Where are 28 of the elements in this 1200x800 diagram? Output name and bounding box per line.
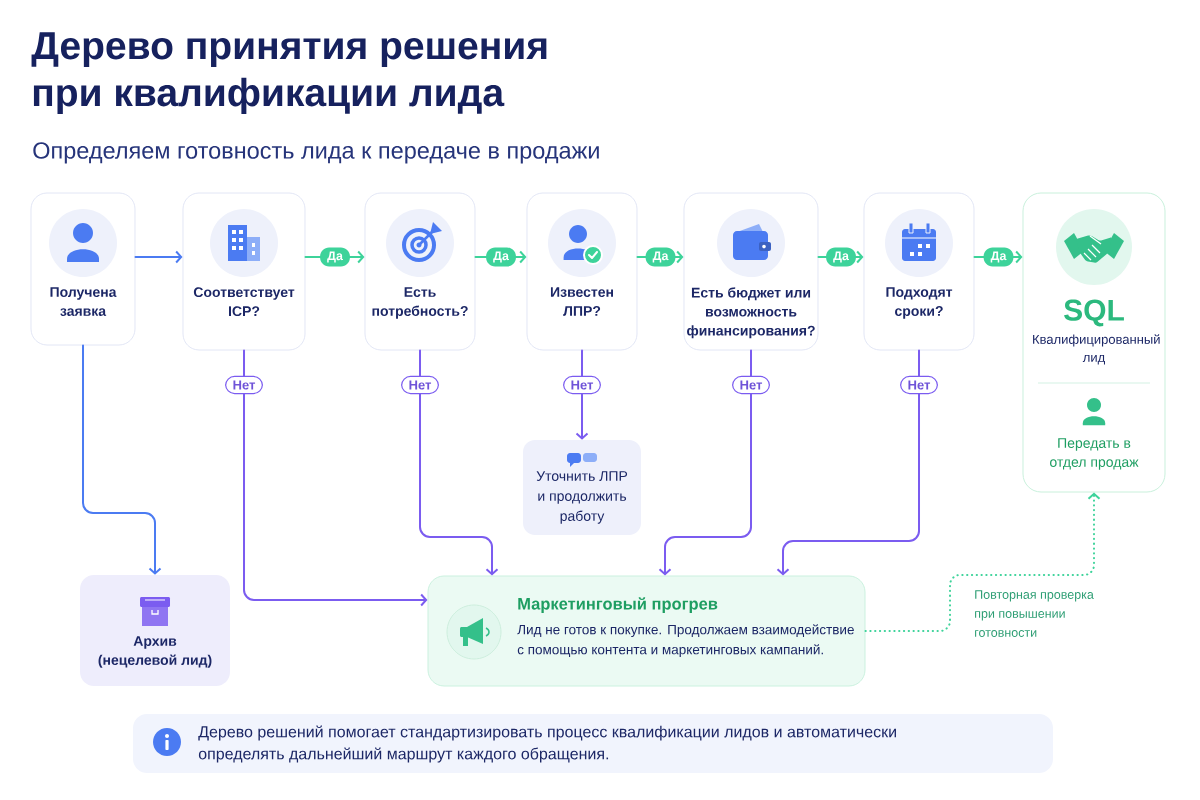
title: Дерево принятия решения при квалификации лида [31, 32, 547, 115]
edge-label: Да [486, 247, 516, 267]
edge-label: Повторная проверка при повышении готовности [975, 590, 1094, 637]
edge-label: Нет [225, 375, 263, 395]
outcome-box: Архив (нецелевой лид) [80, 575, 230, 686]
edge-label: Да [983, 247, 1014, 267]
action-box: Уточнить ЛПР и продолжить работу [523, 440, 641, 535]
note-box: Дерево решений помогает стандартизировать процесс квалификации лидов и автоматически определять дальнейший маршрут каждого обращения. [133, 714, 1053, 773]
edge-label: Нет [563, 375, 601, 395]
heading: Маркетинговый прогрев [518, 597, 718, 613]
arrow [243, 349, 428, 607]
edge-label: Да [645, 247, 676, 267]
edge-label: Нет [401, 375, 439, 395]
heading: SQL [1064, 299, 1124, 327]
arrow [82, 344, 162, 575]
edge-label: Да [320, 247, 350, 267]
arrow [658, 349, 752, 576]
arrow [419, 349, 499, 576]
edge-label: Нет [732, 375, 770, 395]
arrow [776, 349, 920, 576]
subtitle: Определяем готовность лида к передаче в продажи [33, 142, 599, 164]
arrow [134, 250, 183, 264]
body-text: Квалифицированный лид [1033, 334, 1160, 365]
action-text: Передать в отдел продаж [1050, 438, 1139, 470]
body-text: Лид не готов к покупке. Продолжаем взаимодействие с помощью контента и маркетинговых кампаний. [517, 624, 854, 657]
edge-label: Да [826, 247, 856, 267]
arrow [864, 492, 1101, 632]
edge-label: Нет [900, 375, 938, 395]
